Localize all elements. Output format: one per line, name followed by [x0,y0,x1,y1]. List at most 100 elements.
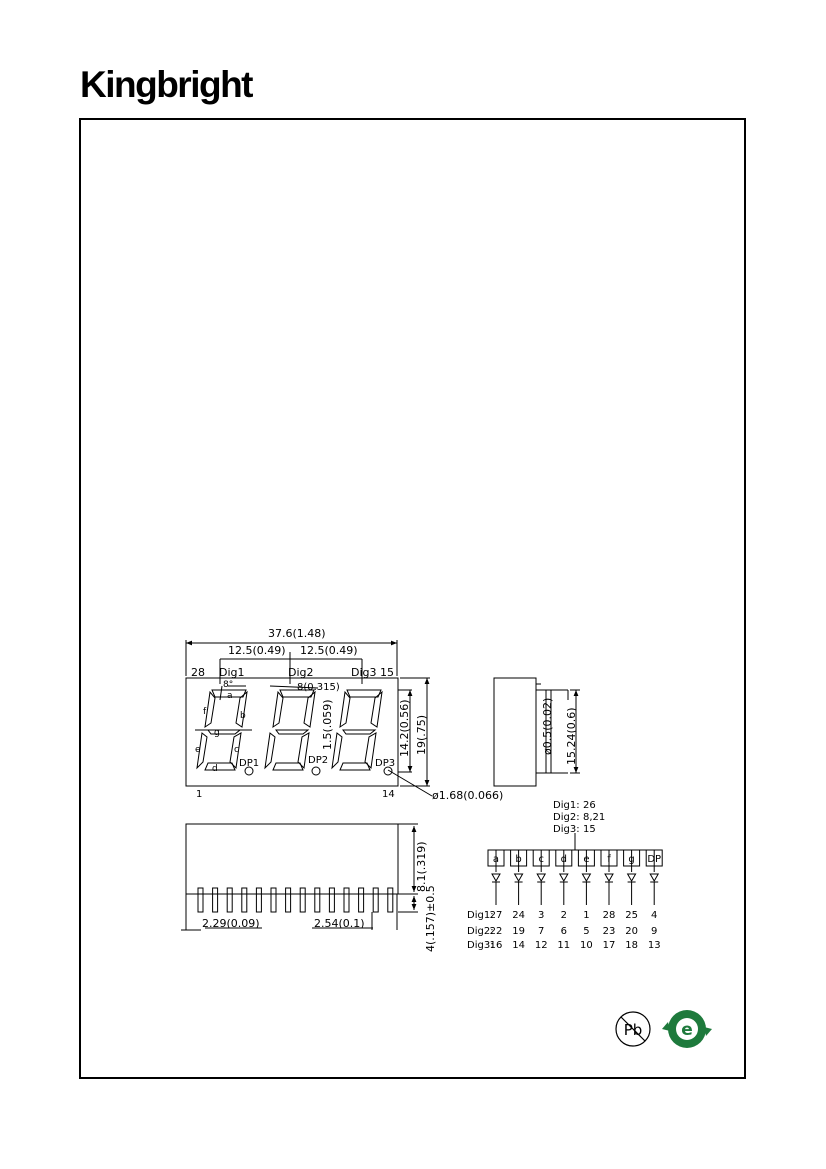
segment-box [600,849,618,867]
bottom-view [181,823,418,931]
pin-number: 16 [490,940,503,951]
segment-box [510,849,528,867]
pin-lead [285,887,292,913]
pin-lead [387,887,394,913]
dp3-label: DP3 [375,758,395,769]
side-view-labels: ø0.5(0.02) 15.24(0.6) [541,698,578,765]
row-dig2-label: Dig2: [467,926,494,937]
dp2-label: DP2 [308,755,328,766]
pin-number: 9 [651,926,657,937]
dp3-circle [383,766,393,776]
segment-label: c [538,854,544,865]
slant-angle-label: 8° [223,680,233,690]
pin-lead [328,887,335,913]
pin-number: 11 [557,940,570,951]
pitch-2-dim: 12.5(0.49) [300,644,358,657]
segment-label: b [515,854,521,865]
pin-number: 27 [490,910,503,921]
pin-number: 22 [490,926,503,937]
front-view-labels: 37.6(1.48) 12.5(0.49) 12.5(0.49) 28 Dig1… [191,627,503,802]
svg-text:Pb: Pb [624,1021,643,1039]
body-height-dim: 19(.75) [415,715,428,755]
svg-text:e: e [681,1020,693,1040]
pin-number: 6 [561,926,567,937]
pin-1-label: 1 [196,789,202,800]
segment-box [532,849,550,867]
dig1-label: Dig1 [219,666,245,679]
drawing-frame [79,118,746,1079]
pin-number: 5 [583,926,589,937]
segment-label: DP [647,854,661,865]
common-dig2-pins: 8,21 [583,812,605,823]
pin-lead [358,887,365,913]
pin-number: 19 [512,926,525,937]
front-body-outline [185,677,399,787]
segment-label: d [561,854,567,865]
side-body-outline [493,677,537,787]
pin-number: 12 [535,940,548,951]
diode-symbol [626,873,637,883]
pin-number: 20 [625,926,638,937]
row-dig3-label: Dig3: [467,940,494,951]
overall-width-dim: 37.6(1.48) [268,627,326,640]
brand-logo: Kingbright [80,64,254,105]
seg-b-label: b [240,711,246,721]
row-dig1-label: Dig1: [467,910,494,921]
pb-free-icon: Pb [615,1011,651,1047]
pin-number: 23 [603,926,616,937]
pin-number: 25 [625,910,638,921]
pin-lead [241,887,248,913]
pin-lead [212,887,219,913]
segment-label: e [583,854,589,865]
pin-diameter-dim: ø0.5(0.02) [541,698,554,755]
pin-lead [299,887,306,913]
pin-number: 2 [561,910,567,921]
pin-number: 7 [538,926,544,937]
seg-d-label: d [212,764,218,774]
pin-number: 28 [603,910,616,921]
segment-label: a [493,854,499,865]
body-depth-dim: 8.1(.319) [415,841,428,892]
common-dig3-pins: 15 [583,824,596,835]
segment-label: f [607,854,611,865]
diode-symbol [558,873,569,883]
dp1-circle [244,766,254,776]
dig3-label: Dig3 [351,666,377,679]
pin-length-dim: 4(.157)±0.5 [424,885,437,952]
dp1-label: DP1 [239,758,259,769]
segment-width-dim: 8(0.315) [297,682,340,693]
pin-28-label: 28 [191,666,205,679]
pin-number: 10 [580,940,593,951]
diode-symbol [649,873,660,883]
digit-1 [196,689,248,771]
common-dig3-label: Dig3: [553,824,580,835]
schematic-labels: Dig1: 26 Dig2: 8,21 Dig3: 15 Dig1: Dig2:… [467,800,605,951]
row-spacing-dim: 15.24(0.6) [565,707,578,765]
bottom-body-outline [185,823,399,895]
digit-2 [264,689,316,771]
diode-symbol [581,873,592,883]
segment-thickness-dim: 1.5(.059) [321,699,334,750]
pin-number: 24 [512,910,525,921]
common-dig1-label: Dig1: [553,800,580,811]
seg-e-label: e [195,745,201,755]
seg-g-label: g [214,728,220,738]
pin-number: 1 [583,910,589,921]
pin-lead [197,887,204,913]
digit-3 [331,689,383,771]
pin-number: 4 [651,910,657,921]
pin-pitch-dim: 2.54(0.1) [314,917,365,930]
digit-segments [195,685,393,776]
pin-lead [255,887,262,913]
dp-diameter-dim: ø1.68(0.066) [432,789,503,802]
dp2-circle [311,766,321,776]
pin-offset-dim: 2.29(0.09) [202,917,260,930]
dig2-label: Dig2 [288,666,314,679]
segment-label: g [628,854,634,865]
pin-lead [343,887,350,913]
common-dig2-label: Dig2: [553,812,580,823]
pin-14-label: 14 [382,789,395,800]
seg-c-label: c [234,745,239,755]
segment-box [645,849,663,867]
